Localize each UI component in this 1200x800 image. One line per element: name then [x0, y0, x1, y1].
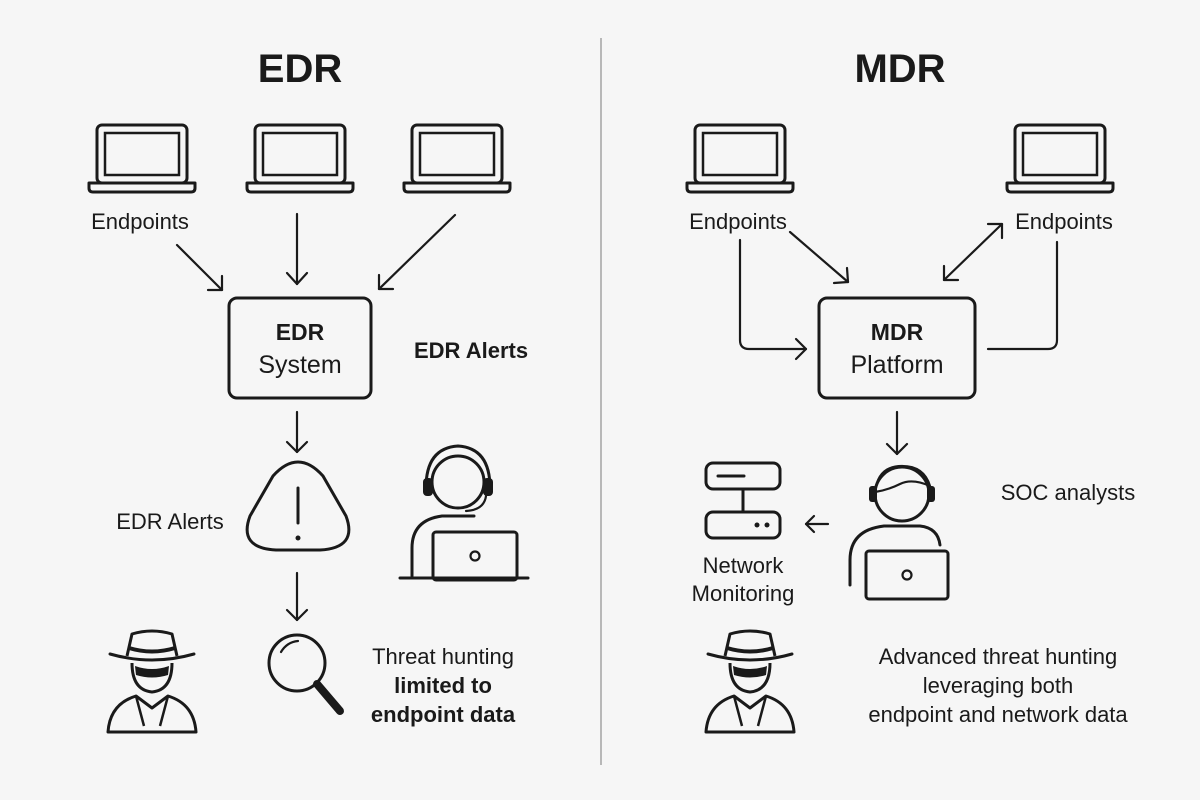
- mdr-title: MDR: [854, 47, 945, 91]
- arrow-endpoint3-to-edr: [377, 213, 457, 291]
- edr-endpoints-label: Endpoints: [91, 209, 189, 234]
- laptop-icon: [245, 123, 355, 194]
- arrow-mdr-left-endpoint-diag: [788, 230, 850, 285]
- arrow-endpoint1-to-edr: [175, 243, 224, 292]
- server-icon: [704, 461, 782, 540]
- mdr-platform-subtitle: Platform: [850, 351, 943, 379]
- headset-analyst-icon: [398, 444, 530, 582]
- edr-hunting-line1: Threat hunting: [372, 644, 514, 669]
- arrow-mdr-to-soc: [885, 410, 909, 456]
- edr-system-subtitle: System: [258, 351, 341, 379]
- mdr-platform-box: [817, 296, 977, 400]
- mdr-hunting-line3: endpoint and network data: [868, 702, 1128, 727]
- edr-hunting-line2: limited to: [394, 673, 492, 698]
- arrow-mdr-right-endpoint-bidir: [942, 222, 1004, 282]
- alert-triangle-icon: [245, 460, 351, 552]
- magnifier-icon: [267, 633, 344, 715]
- mdr-platform-title: MDR: [871, 319, 924, 345]
- mdr-network-line2: Monitoring: [692, 581, 795, 606]
- edr-alerts-label-right: EDR Alerts: [414, 338, 528, 363]
- edr-title: EDR: [258, 47, 343, 91]
- laptop-icon: [685, 123, 795, 194]
- mdr-soc-label: SOC analysts: [1001, 480, 1136, 505]
- arrow-edr-to-alert: [285, 410, 309, 454]
- edr-system-box: [227, 296, 373, 400]
- arrow-alert-to-hunting: [285, 571, 309, 622]
- mdr-endpoints-right-label: Endpoints: [1015, 209, 1113, 234]
- hat-spy-icon: [704, 629, 796, 734]
- mdr-hunting-line1: Advanced threat hunting: [879, 644, 1118, 669]
- laptop-icon: [1005, 123, 1115, 194]
- arrow-mdr-left-endpoint-elbow: [738, 238, 808, 361]
- laptop-icon: [402, 123, 512, 194]
- headset-analyst-icon: [848, 464, 950, 601]
- edr-system-title: EDR: [276, 319, 325, 345]
- edr-alerts-label-left: EDR Alerts: [116, 509, 224, 534]
- edr-hunting-line3: endpoint data: [371, 702, 516, 727]
- mdr-hunting-line2: leveraging both: [923, 673, 1073, 698]
- line-mdr-right-endpoint-elbow: [986, 240, 1059, 351]
- hat-spy-icon: [106, 629, 198, 734]
- arrow-soc-to-network: [804, 514, 830, 534]
- mdr-endpoints-left-label: Endpoints: [689, 209, 787, 234]
- mdr-network-line1: Network: [703, 553, 785, 578]
- laptop-icon: [87, 123, 197, 194]
- arrow-endpoint2-to-edr: [285, 212, 309, 286]
